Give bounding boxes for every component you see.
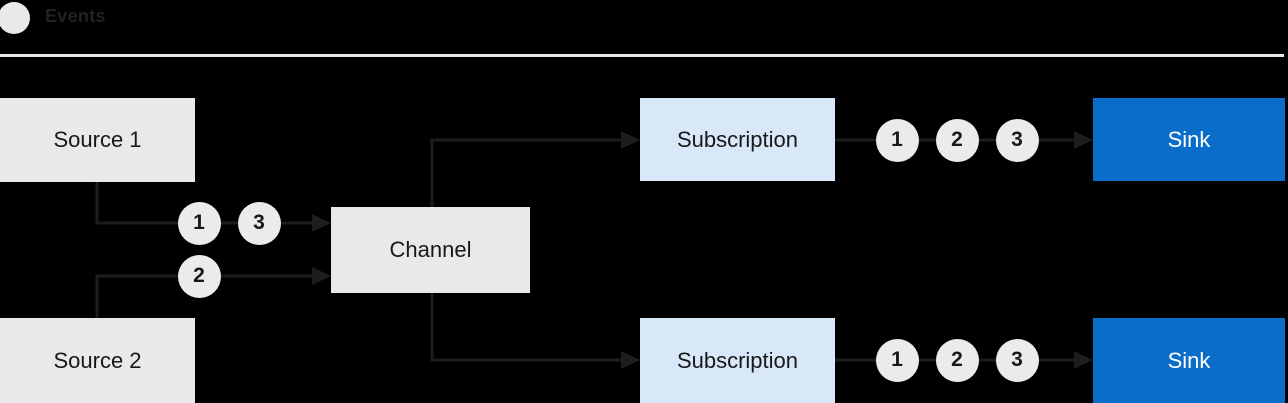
event-circle: 1 — [875, 338, 919, 382]
node-subscription-2: Subscription — [640, 318, 835, 403]
event-circle: 3 — [237, 201, 281, 245]
connector-channel-subscription1 — [430, 138, 621, 207]
node-label: Source 2 — [53, 347, 142, 373]
node-label: Source 1 — [53, 127, 142, 152]
event-circle: 2 — [935, 338, 979, 382]
node-source-1: Source 1 — [0, 98, 195, 182]
connector-source2-channel — [95, 274, 312, 318]
node-label: Subscription — [676, 347, 799, 373]
node-label: Subscription — [676, 126, 799, 152]
connector-channel-subscription2 — [430, 293, 621, 362]
node-label: Sink — [1167, 347, 1211, 373]
event-circle: 2 — [935, 118, 979, 162]
node-channel: Channel — [331, 207, 530, 293]
node-label: Channel — [389, 237, 472, 262]
separator-line — [0, 54, 1284, 57]
arrowhead-icon — [312, 214, 331, 232]
arrowhead-icon — [1074, 131, 1093, 149]
event-circle: 3 — [995, 118, 1039, 162]
node-sink-2: Sink — [1093, 318, 1285, 403]
node-sink-1: Sink — [1093, 98, 1285, 181]
event-circle: 1 — [177, 201, 221, 245]
arrowhead-icon — [312, 267, 331, 285]
arrowhead-icon — [621, 351, 640, 369]
event-circle: 1 — [875, 118, 919, 162]
arrowhead-icon — [621, 131, 640, 149]
arrowhead-icon — [1074, 351, 1093, 369]
event-circle: 3 — [995, 338, 1039, 382]
node-subscription-1: Subscription — [640, 98, 835, 181]
legend-label: Events — [45, 6, 106, 26]
node-source-2: Source 2 — [0, 318, 195, 403]
event-circle: 2 — [177, 254, 221, 298]
node-label: Sink — [1167, 126, 1211, 152]
event-circle-icon — [0, 2, 30, 34]
